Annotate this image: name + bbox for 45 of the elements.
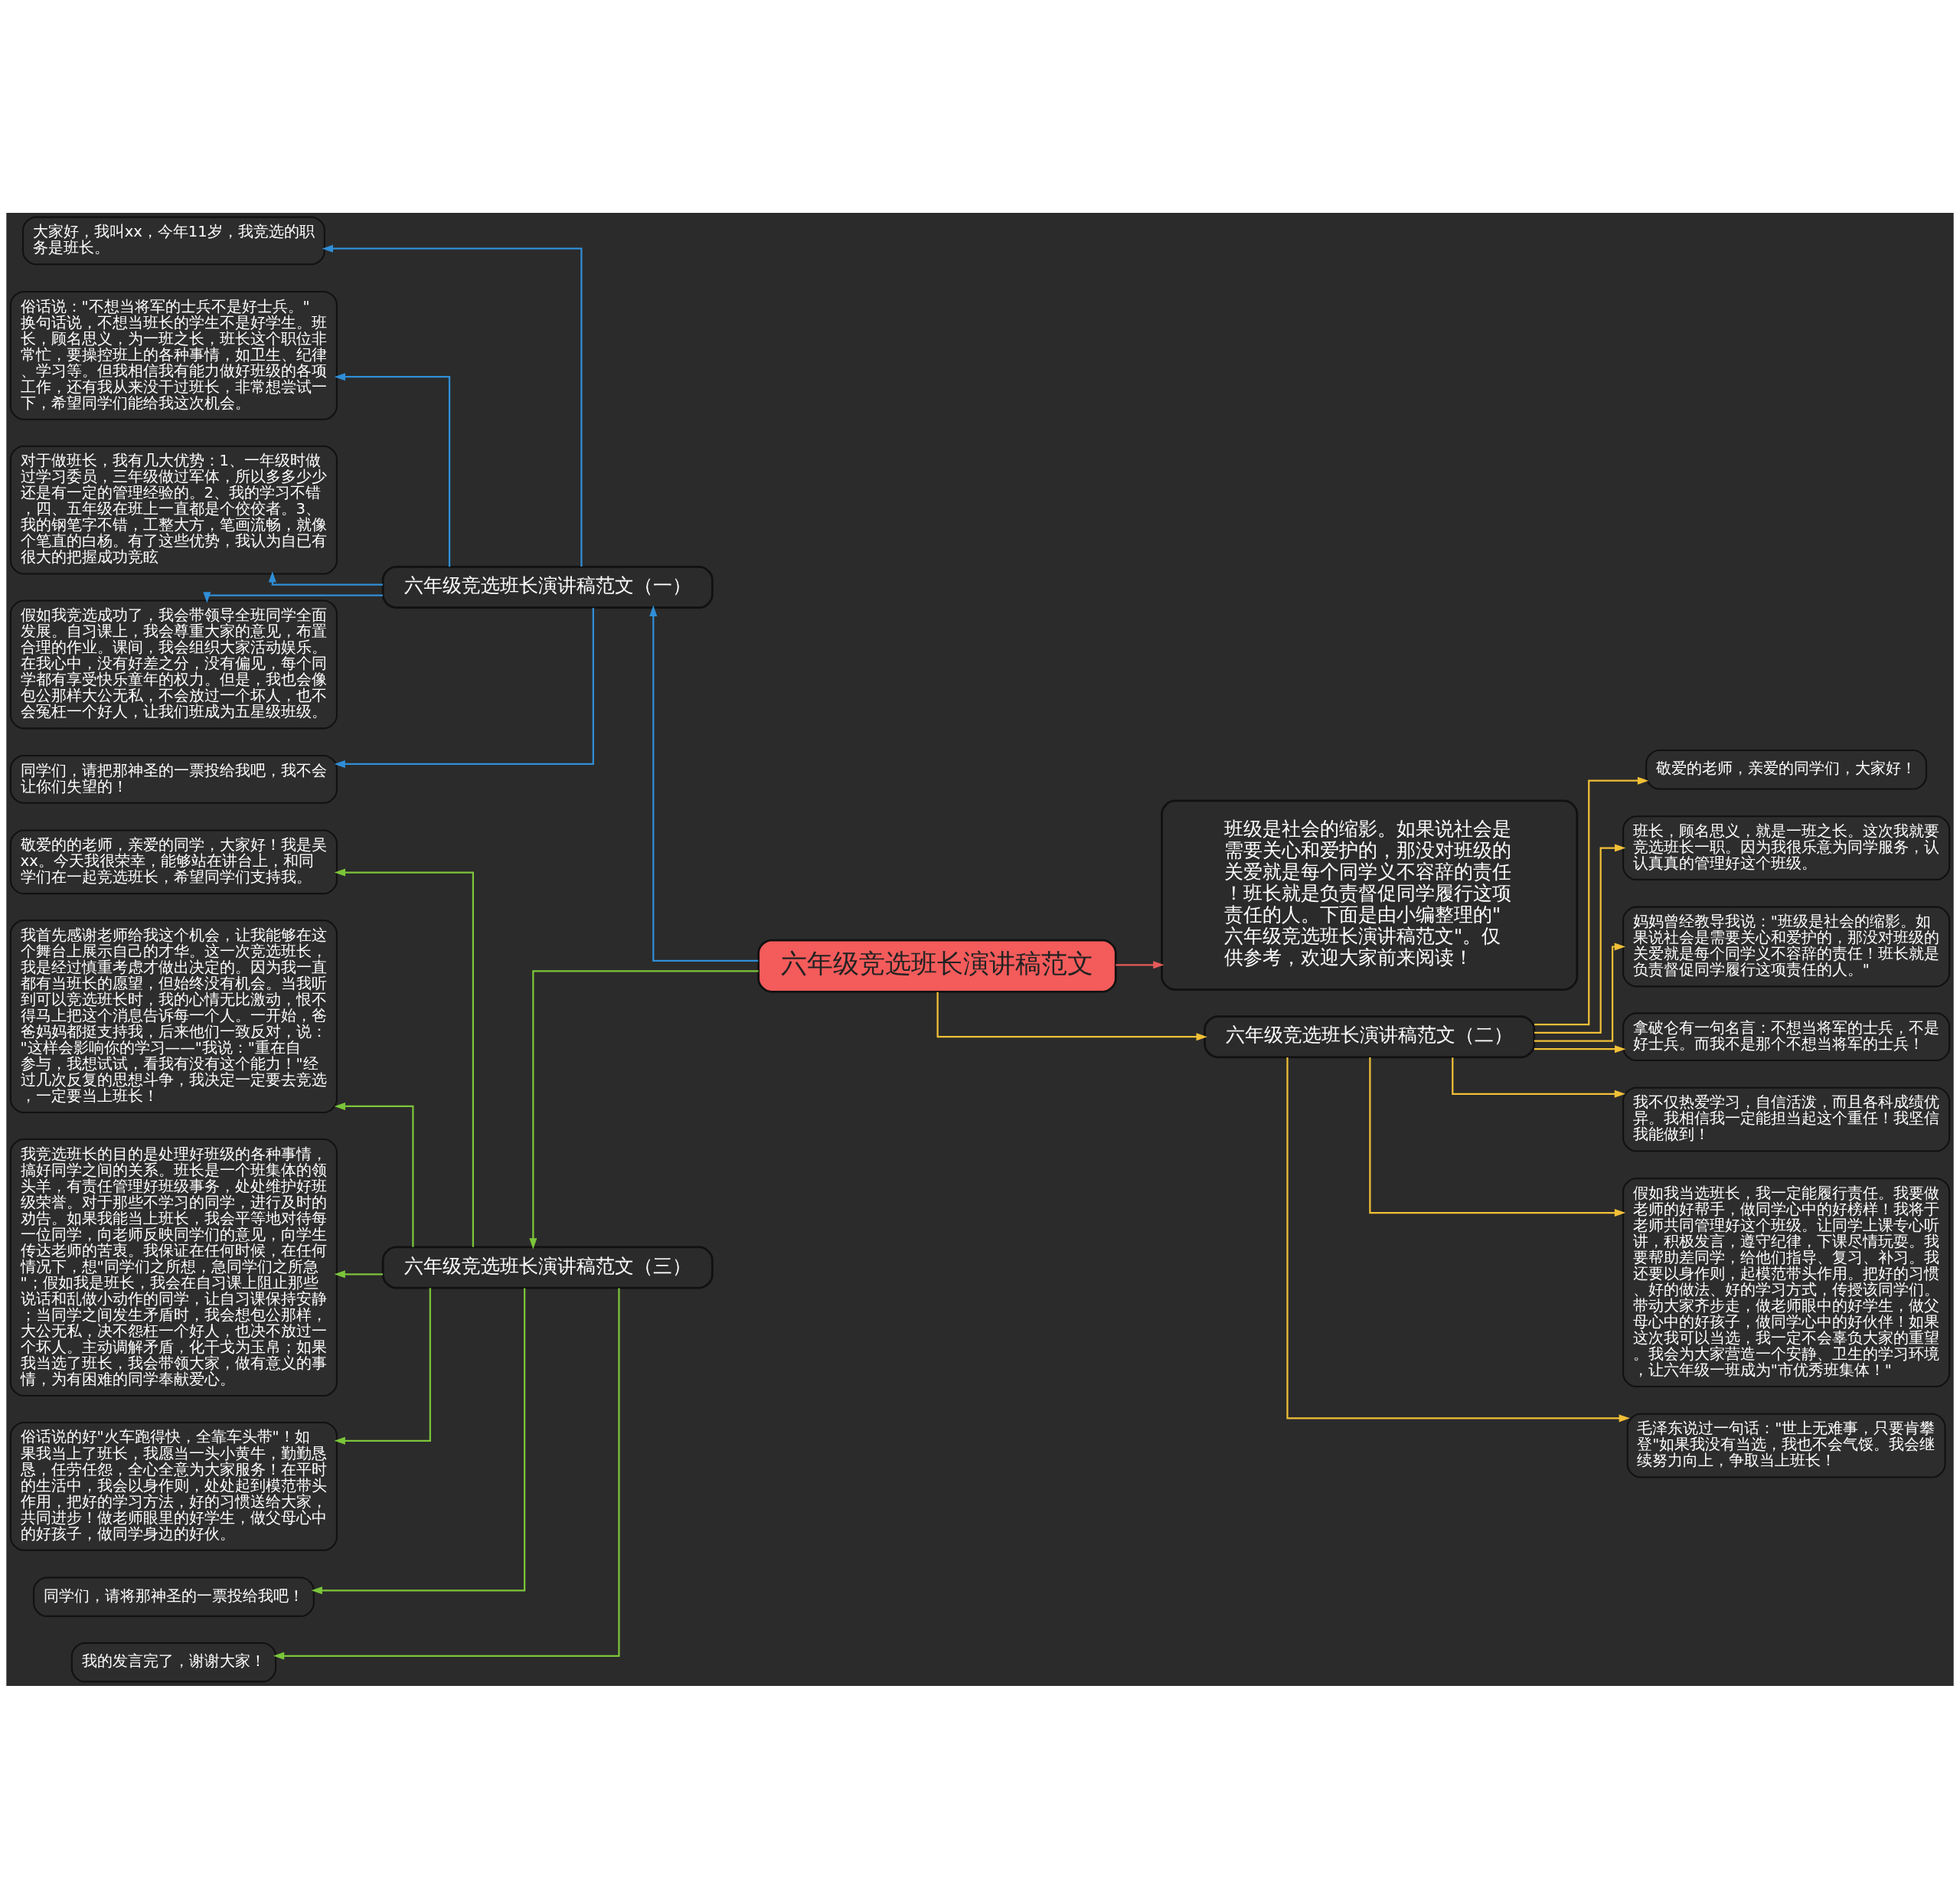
node-box: 六年级竞选班长演讲稿范文 xyxy=(757,939,1117,993)
node-box: 敬爱的的老师，亲爱的同学，大家好！我是吴xx。今天我很荣幸，能够站在讲台上，和同学们在一起竞选班长，希望同学们支持我。 xyxy=(9,828,338,894)
arrow xyxy=(1369,1057,1626,1217)
node-box: 俗话说的好"火车跑得快，全靠车头带"！如果我当上了班长，我愿当一头小黄牛，勤勤恳恳，任劳任怨，全心全意为大家服务！在平时的生活中，我会以身作则，处处起到模范带头作用，把好的学习方法，好的习惯送给大家，共同进步！做老师眼里的好学生，做父母心中的好孩子，做同学身边的好伙。 xyxy=(9,1421,338,1551)
arrow xyxy=(311,1288,526,1594)
node-box: 我的发言完了，谢谢大家！ xyxy=(70,1642,277,1682)
node-box: 同学们，请将那神圣的一票投给我吧！ xyxy=(33,1576,315,1617)
node-box: 班长，顾名思义，就是一班之长。这次我就要竞选班长一职。因为我很乐意为同学服务，认认真真的管理好这个班级。 xyxy=(1622,815,1951,880)
arrow xyxy=(1452,1057,1626,1098)
node-box: 六年级竞选班长演讲稿范文（三） xyxy=(381,1245,714,1289)
arrow xyxy=(1534,942,1625,1042)
arrow xyxy=(649,605,759,962)
arrow xyxy=(334,1102,414,1247)
node-box: 六年级竞选班长演讲稿范文（二） xyxy=(1204,1014,1536,1058)
arrow xyxy=(334,868,474,1247)
arrow xyxy=(268,570,383,586)
arrow xyxy=(1534,776,1649,1025)
arrow xyxy=(203,591,383,603)
node-box: 我不仅热爱学习，自信活泼，而且各科成绩优异。我相信我一定能担当起这个重任！我坚信我能做到！ xyxy=(1622,1086,1951,1152)
node-box: 俗话说："不想当将军的士兵不是好士兵。"换句话说，不想当班长的学生不是好学生。班长，顾名思义，为一班之长，班长这个职位非常忙，要操控班上的各种事情，如卫生、纪律、学习等。但我相信我有能力做好班级的各项工作，还有我从来没干过班长，非常想尝试一下，希望同学们能给我这次机会。 xyxy=(9,290,338,420)
node-box: 毛泽东说过一句话："世上无难事，只要肯攀登"如果我没有当选，我也不会气馁。我会继续努力向上，争取当上班长！ xyxy=(1626,1413,1946,1478)
node-box: 拿破仑有一句名言：不想当将军的士兵，不是好士兵。而我不是那个不想当将军的士兵！ xyxy=(1622,1011,1951,1061)
arrow xyxy=(322,244,583,567)
node-box: 我首先感谢老师给我这个机会，让我能够在这个舞台上展示自己的才华。这一次竞选班长，我是经过慎重考虑才做出决定的。因为我一直都有当班长的愿望，但始终没有机会。当我听到可以竞选班长时，我的心情无比激动，恨不得马上把这个消息告诉每一个人。一开始，爸爸妈妈都挺支持我，后来他们一致反对，说："这样会影响你的学习——"我说："重在自参与，我想试试，看我有没有这个能力！"经过几次反复的思想斗争，我决定一定要去竞选，一定要当上班长！ xyxy=(9,919,338,1113)
node-box: 妈妈曾经教导我说："班级是社会的缩影。如果说社会是需要关心和爱护的，那没对班级的关爱就是每个同学义不容辞的责任！班长就是负责督促同学履行这项责任的人。" xyxy=(1622,906,1951,987)
arrow xyxy=(273,1287,620,1660)
arrow xyxy=(334,607,594,768)
node-box: 假如我当选班长，我一定能履行责任。我要做老师的好帮手，做同学心中的好榜样！我将于老师共同管理好这个班级。让同学上课专心听讲，积极发言，遵守纪律，下课尽情玩耍。我要帮助差同学，给他们指导、复习、补习。我还要以身作则，起模范带头作用。把好的习惯、好的做法、好的学习方式，传授该同学们。带动大家齐步走，做老师眼中的好学生，做父母心中的好孩子，做同学心中的好伙伴！如果这次我可以当选，我一定不会辜负大家的重望。我会为大家营造一个安静、卫生的学习环境，让六年级一班成为"市优秀班集体！" xyxy=(1622,1177,1951,1387)
arrow xyxy=(529,969,759,1250)
node-box: 同学们，请把那神圣的一票投给我吧，我不会让你们失望的！ xyxy=(9,754,338,804)
arrow xyxy=(1116,960,1165,969)
node-box: 对于做班长，我有几大优势：1、一年级时做过学习委员，三年级做过军体，所以多多少少还是有一定的管理经验的。2、我的学习不错，四、五年级在班上一直都是个佼佼者。3、我的钢笔字不错，工整大方，笔画流畅，就像个笔直的白杨。有了这些优势，我认为自已有很大的把握成功竞眩 xyxy=(9,445,338,575)
node-box: 敬爱的老师，亲爱的同学们，大家好！ xyxy=(1645,749,1927,790)
arrow xyxy=(936,991,1207,1040)
node-box: 班级是社会的缩影。如果说社会是需要关心和爱护的，那没对班级的关爱就是每个同学义不容辞的责任！班长就是负责督促同学履行这项责任的人。下面是由小编整理的"六年级竞选班长演讲稿范文"。仅供参考，欢迎大家前来阅读！ xyxy=(1161,799,1579,991)
node-box: 大家好，我叫xx，今年11岁，我竞选的职务是班长。 xyxy=(22,216,325,265)
arrow xyxy=(1534,844,1626,1034)
arrow xyxy=(334,372,451,567)
node-box: 六年级竞选班长演讲稿范文（一） xyxy=(381,565,714,609)
arrow xyxy=(1534,1044,1626,1053)
arrow xyxy=(334,1269,383,1278)
arrow xyxy=(1286,1057,1630,1422)
node-box: 假如我竞选成功了，我会带领导全班同学全面发展。自习课上，我会尊重大家的意见，布置合理的作业。课间，我会组织大家活动娱乐。在我心中，没有好差之分，没有偏见，每个同学都有享受快乐童年的权力。但是，我也会像包公那样大公无私，不会放过一个坏人，也不会冤枉一个好人，让我们班成为五星级班级。 xyxy=(9,599,338,729)
node-box: 我竞选班长的目的是处理好班级的各种事情，搞好同学之间的关系。班长是一个班集体的领头羊，有责任管理好班级事务，处处维护好班级荣誉。对于那些不学习的同学，进行及时的劝告。如果我能当上班长，我会平等地对待每一位同学，向老师反映同学们的意见，向学生传达老师的苦衷。我保证在任何时候，在任何情况下，想"同学们之所想，急同学们之所急"；假如我是班长，我会在自习课上阻止那些说话和乱做小动作的同学，让自习课保持安静；当同学之间发生矛盾时，我会想包公那样，大公无私，决不怨枉一个好人，也决不放过一个坏人。主动调解矛盾，化干戈为玉帛；如果我当选了班长，我会带领大家，做有意义的事情，为有困难的同学奉献爱心。 xyxy=(9,1138,338,1397)
arrow xyxy=(334,1287,431,1445)
